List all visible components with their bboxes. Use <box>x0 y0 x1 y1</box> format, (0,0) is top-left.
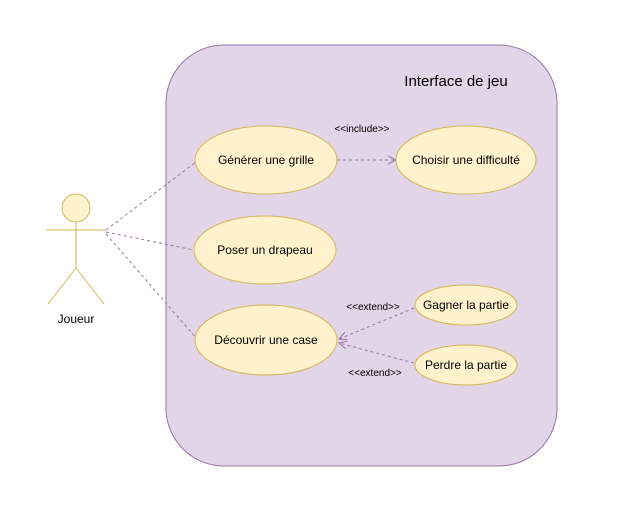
use-case-label: Perdre la partie <box>425 358 507 372</box>
extend-label-perdre: <<extend>> <box>348 368 402 379</box>
extend-arrow-perdre <box>339 343 415 364</box>
use-case-choisir-une-difficulte: Choisir une difficulté <box>395 125 537 195</box>
association-poser <box>105 231 195 251</box>
actor-name: Joueur <box>58 312 95 326</box>
use-case-perdre-la-partie: Perdre la partie <box>414 344 518 386</box>
use-case-label: Générer une grille <box>218 153 314 167</box>
include-label: <<include>> <box>334 124 389 135</box>
use-case-generer-une-grille: Générer une grille <box>194 125 338 195</box>
extend-arrow-gagner <box>339 307 415 339</box>
actor-right-leg <box>75 267 105 305</box>
use-case-decouvrir-une-case: Découvrir une case <box>194 304 338 376</box>
extend-label-gagner: <<extend>> <box>346 302 400 313</box>
association-generer <box>105 161 197 231</box>
use-case-poser-un-drapeau: Poser un drapeau <box>193 215 337 285</box>
association-decouvrir <box>105 233 199 341</box>
use-case-label: Découvrir une case <box>214 333 318 347</box>
system-title: Interface de jeu <box>404 73 507 90</box>
actor-head <box>61 193 91 223</box>
actor-left-leg <box>47 267 77 305</box>
use-case-label: Poser un drapeau <box>217 243 312 257</box>
actor-joueur: Joueur <box>46 193 106 326</box>
use-case-label: Choisir une difficulté <box>412 153 520 167</box>
use-case-gagner-la-partie: Gagner la partie <box>414 284 518 326</box>
use-case-label: Gagner la partie <box>423 298 509 312</box>
